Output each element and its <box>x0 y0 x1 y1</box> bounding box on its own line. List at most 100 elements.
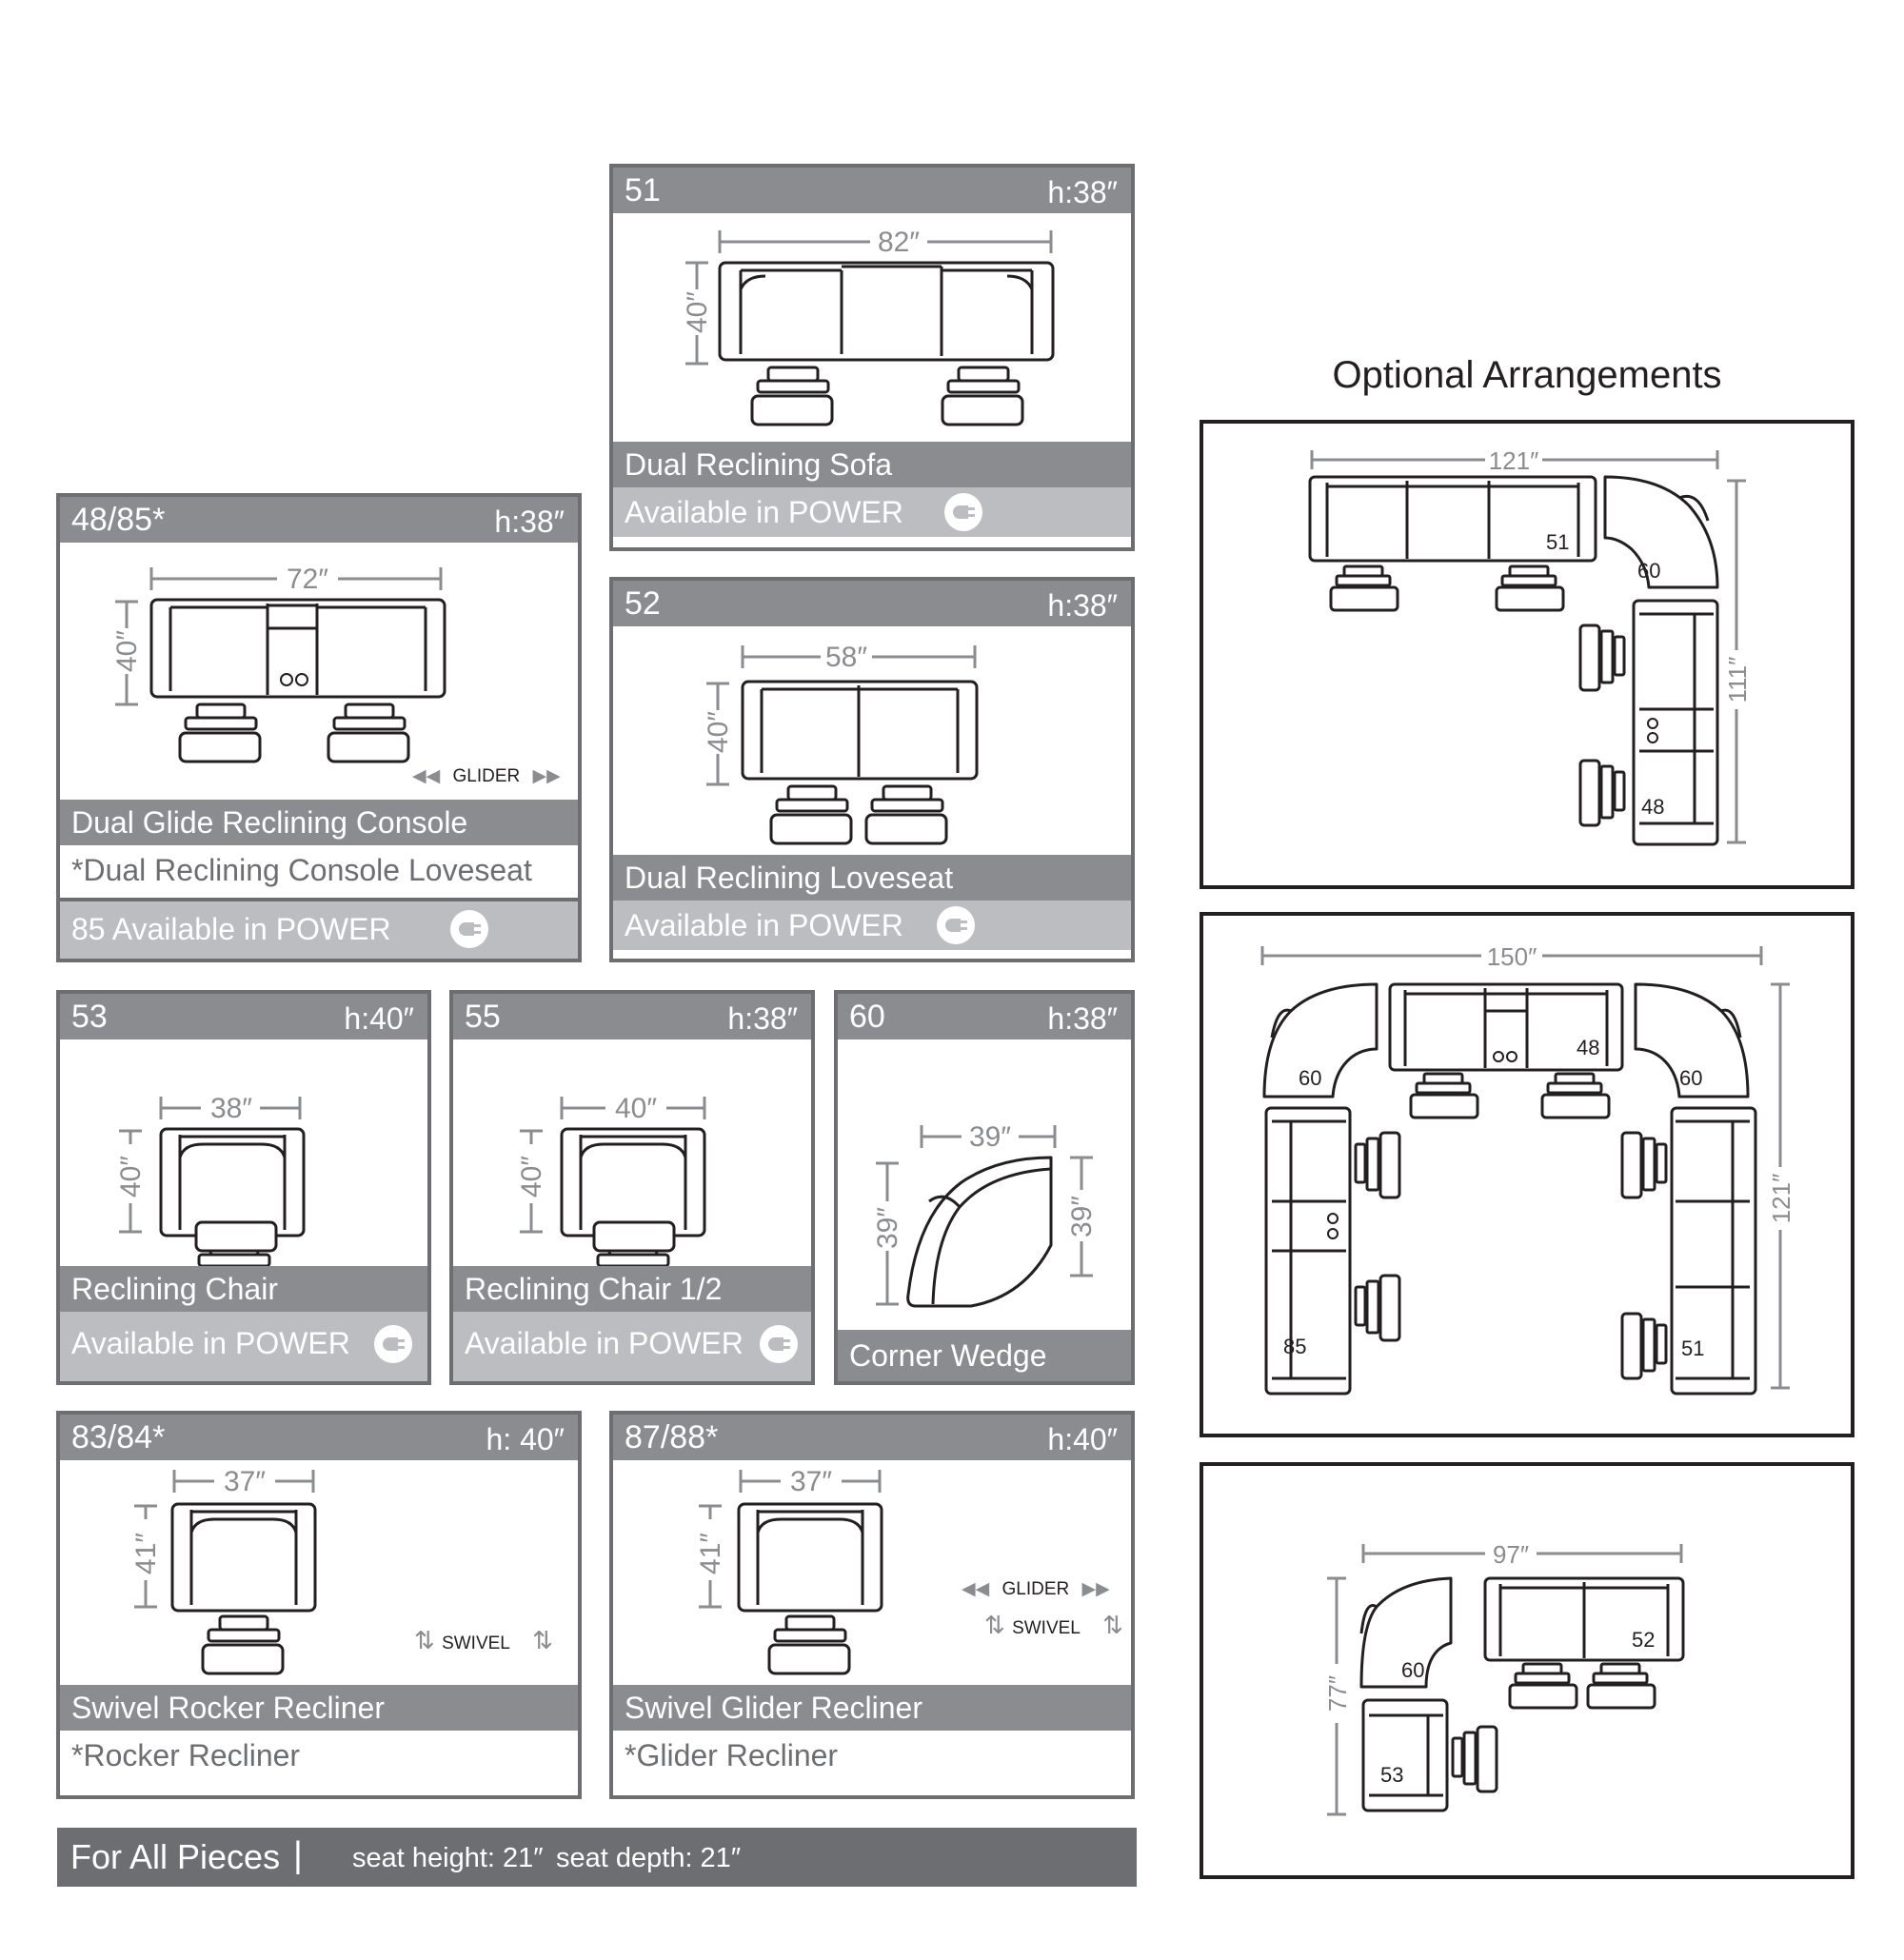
all-pieces-footer: For All Pieces | seat height: 21″ seat d… <box>57 1828 1137 1887</box>
label-51: 51 <box>1681 1336 1704 1360</box>
depth-dimension-right: 39″ <box>1066 1156 1098 1277</box>
depth-label: 121″ <box>1767 1174 1795 1224</box>
chair-shape <box>170 1502 317 1675</box>
depth-dimension: 111″ <box>1723 479 1752 844</box>
piece-alt-name: *Glider Recliner <box>613 1731 1131 1780</box>
label-53: 53 <box>1380 1763 1403 1787</box>
availability-text: Available in POWER <box>625 908 903 942</box>
piece-card-53: 53 h:40″ 38″ 40″ Reclining Chair Availab… <box>56 990 431 1385</box>
sofa-85: 85 <box>1264 1106 1401 1396</box>
loveseat-48: 48 <box>1578 599 1719 846</box>
arrangement-l-shape: 121″ 111″ 51 60 48 <box>1200 420 1854 889</box>
loveseat-52: 52 <box>1483 1576 1685 1710</box>
piece-card-48-85: 48/85* h:38″ 72″ 40″ ◀◀ GLIDER ▶▶ Dual G… <box>56 493 582 962</box>
depth-label: 111″ <box>1723 657 1752 703</box>
piece-height: h:40″ <box>344 1001 414 1036</box>
depth-dimension-left: 39″ <box>872 1161 903 1306</box>
corner-wedge-diagram: 39″ 39″ 39″ <box>872 1121 1098 1308</box>
piece-height: h:38″ <box>727 1001 798 1036</box>
swivel-glider-diagram: 37″ 41″ <box>695 1466 883 1675</box>
piece-name: Dual Reclining Loveseat <box>613 855 1131 901</box>
power-availability: 85 Available in POWER <box>60 898 578 959</box>
piece-card-52: 52 h:38″ 58″ 40″ Dual Reclining Loveseat… <box>609 577 1135 962</box>
width-label: 38″ <box>210 1093 252 1124</box>
piece-name: Corner Wedge <box>838 1330 1131 1381</box>
depth-label: 40″ <box>682 291 713 333</box>
wedge-60-right: 60 <box>1634 982 1750 1099</box>
card-header: 83/84* h: 40″ <box>60 1415 578 1460</box>
piece-card-87-88: 87/88* h:40″ 37″ 41″ ◀◀ GLIDER ▶▶ ⇅ SWIV… <box>609 1411 1135 1799</box>
width-label: 97″ <box>1493 1540 1529 1569</box>
loveseat-shape <box>741 680 979 845</box>
label-51: 51 <box>1546 530 1569 554</box>
sofa-51: 51 <box>1620 1106 1757 1396</box>
depth-label: 40″ <box>703 711 734 753</box>
power-plug-icon <box>450 910 488 948</box>
glider-feature: ◀◀ GLIDER ▶▶ <box>962 1578 1110 1600</box>
depth-label: 41″ <box>130 1533 162 1574</box>
card-header: 87/88* h:40″ <box>613 1415 1131 1460</box>
depth-label-left: 39″ <box>872 1207 903 1249</box>
depth-dimension: 41″ <box>130 1504 162 1609</box>
piece-height: h:38″ <box>1047 175 1118 209</box>
arrangement-diagram: 150″ 121″ 60 48 60 <box>1260 942 1795 1396</box>
corner-wedge-shape <box>906 1156 1053 1308</box>
width-label: 37″ <box>790 1466 832 1497</box>
availability-text: Available in POWER <box>465 1326 744 1360</box>
loveseat-diagram: 58″ 40″ <box>703 642 979 845</box>
arrangement-small-l: 97″ 77″ 60 52 53 <box>1200 1462 1854 1879</box>
sofa-shape <box>718 261 1055 426</box>
piece-card-60: 60 h:38″ 39″ 39″ 39″ Corner Wedge <box>834 990 1135 1385</box>
depth-dimension: 40″ <box>111 600 143 706</box>
console-loveseat-shape <box>149 598 446 763</box>
arrangement-diagram: 121″ 111″ 51 60 48 <box>1308 446 1752 846</box>
swivel-right-arrow-icon: ⇅ <box>532 1626 553 1654</box>
piece-name: Swivel Glider Recliner <box>613 1685 1131 1731</box>
width-dimension: 37″ <box>739 1466 882 1497</box>
piece-card-83-84: 83/84* h: 40″ 37″ 41″ ⇅ SWIVEL ⇅ Swivel … <box>56 1411 582 1799</box>
card-header: 48/85* h:38″ <box>60 497 578 543</box>
swivel-label: SWIVEL <box>1012 1618 1081 1638</box>
seat-height: seat height: 21″ <box>352 1843 544 1873</box>
wedge-60: 60 <box>1359 1576 1453 1689</box>
label-60-right: 60 <box>1679 1066 1702 1090</box>
piece-name: Reclining Chair <box>60 1266 427 1312</box>
console-loveseat-48: 48 <box>1388 982 1624 1119</box>
depth-dimension: 40″ <box>682 261 713 366</box>
depth-dimension: 40″ <box>516 1129 547 1234</box>
wedge-60: 60 <box>1603 475 1719 589</box>
swivel-left-arrow-icon: ⇅ <box>984 1611 1005 1639</box>
power-availability: Available in POWER <box>613 487 1131 537</box>
width-dimension: 37″ <box>172 1466 315 1497</box>
glider-label: GLIDER <box>452 766 521 786</box>
label-48: 48 <box>1641 795 1664 819</box>
swivel-label: SWIVEL <box>442 1633 510 1653</box>
width-dimension: 38″ <box>159 1093 302 1124</box>
chair-53: 53 <box>1361 1698 1498 1812</box>
piece-number: 87/88* <box>625 1419 719 1455</box>
power-plug-icon <box>760 1325 798 1363</box>
label-60: 60 <box>1401 1658 1424 1682</box>
arrangement-u-shape: 150″ 121″ 60 48 60 <box>1200 912 1854 1437</box>
depth-label: 41″ <box>695 1533 726 1574</box>
label-48: 48 <box>1577 1036 1599 1059</box>
piece-name: Dual Reclining Sofa <box>613 442 1131 487</box>
swivel-feature: ⇅ SWIVEL ⇅ <box>414 1626 553 1655</box>
label-85: 85 <box>1283 1335 1306 1358</box>
availability-text: 85 Available in POWER <box>71 912 391 946</box>
power-availability: Available in POWER <box>60 1312 427 1381</box>
power-availability: Available in POWER <box>613 901 1131 950</box>
card-header: 53 h:40″ <box>60 994 427 1039</box>
width-label: 58″ <box>825 642 867 673</box>
width-label: 150″ <box>1487 942 1537 971</box>
wedge-60-left: 60 <box>1262 982 1378 1099</box>
depth-dimension: 40″ <box>115 1129 147 1234</box>
swivel-feature: ⇅ SWIVEL ⇅ <box>984 1611 1123 1640</box>
arrangement-diagram: 97″ 77″ 60 52 53 <box>1323 1540 1685 1816</box>
power-plug-icon <box>944 493 982 531</box>
width-dimension: 97″ <box>1361 1540 1683 1569</box>
swivel-left-arrow-icon: ⇅ <box>414 1626 435 1654</box>
chair-shape <box>737 1502 883 1675</box>
glider-left-arrow-icon: ◀◀ <box>412 766 441 786</box>
depth-label: 77″ <box>1323 1675 1352 1712</box>
